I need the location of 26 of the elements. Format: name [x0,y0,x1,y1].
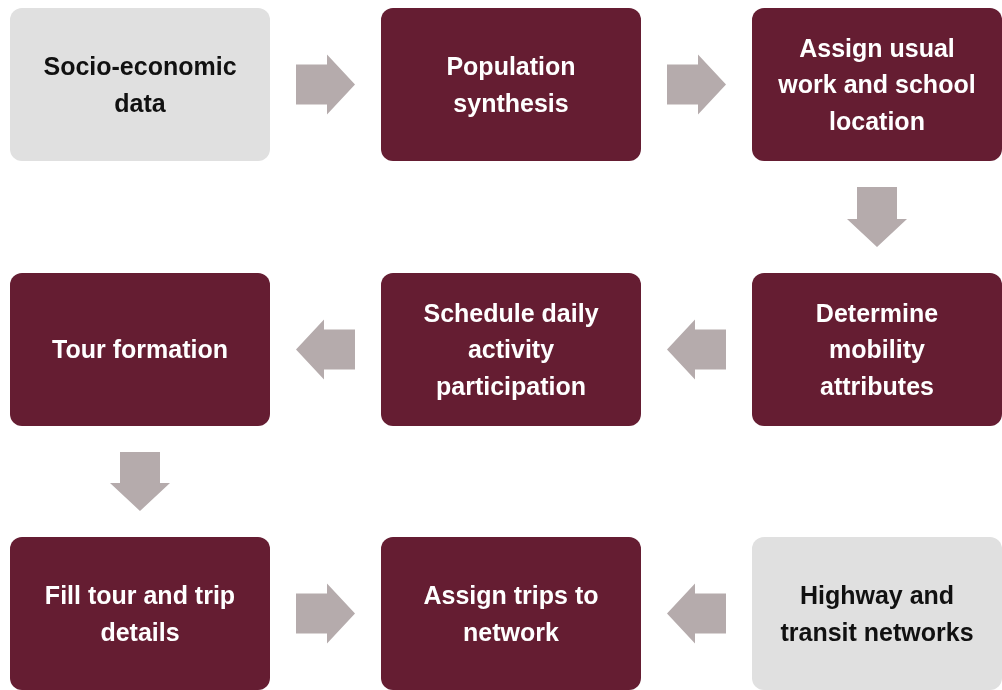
process-box [381,537,641,690]
box-label: Assign trips to network [422,580,600,648]
process-box [752,273,1002,426]
process-box [381,8,641,161]
box-label: Highway and transit networks [779,580,975,648]
process-box [10,537,270,690]
process-box [381,273,641,426]
process-box [752,8,1002,161]
block-arrow [847,187,907,247]
block-arrow [296,54,355,115]
box-label: Determine mobility attributes [814,298,940,402]
box-label: Assign usual work and school location [777,33,977,137]
block-arrow [296,319,355,380]
box-label: Population synthesis [445,51,577,119]
block-arrow [667,583,726,644]
block-arrow [667,319,726,380]
box-label: Schedule daily activity participation [422,298,600,402]
box-label: Tour formation [52,334,228,366]
box-label: Socio-economic data [42,51,238,119]
process-box [752,537,1002,690]
block-arrow [296,583,355,644]
block-arrow [110,452,170,511]
process-box [10,273,270,426]
process-box [10,8,270,161]
box-label: Fill tour and trip details [43,580,237,648]
block-arrow [667,54,726,115]
